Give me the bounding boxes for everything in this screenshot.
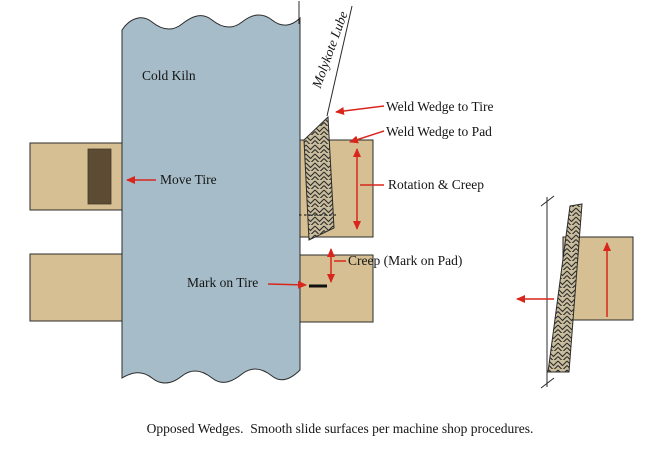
kiln-shell xyxy=(121,14,301,384)
detail-centerline-tick-bottom xyxy=(540,377,555,389)
tire-block-bottom-left xyxy=(29,253,126,322)
rotation-and-creep-label: Rotation & Creep xyxy=(388,177,484,192)
weld-wedge-to-pad-label: Weld Wedge to Pad xyxy=(386,124,492,139)
mark-on-tire-arrow xyxy=(267,280,307,289)
cold-kiln-label: Cold Kiln xyxy=(142,68,196,83)
weld-wedge-to-pad-arrow xyxy=(349,130,385,144)
move-tire-label: Move Tire xyxy=(160,172,217,187)
detail-centerline-tick-top xyxy=(540,195,555,207)
detail-wedge-hatched xyxy=(547,203,583,373)
creep-mark-on-pad-label: Creep (Mark on Pad) xyxy=(348,253,463,268)
weld-wedge-to-tire-arrow xyxy=(335,105,385,115)
molykote-leader-line xyxy=(326,5,353,117)
weld-wedge-to-tire-label: Weld Wedge to Tire xyxy=(386,99,494,114)
mark-on-tire-label: Mark on Tire xyxy=(187,275,259,290)
opposed-wedge-hatched xyxy=(303,115,335,241)
diagram-caption: Opposed Wedges. Smooth slide surfaces pe… xyxy=(146,421,534,436)
tire-insert-block xyxy=(87,148,112,205)
